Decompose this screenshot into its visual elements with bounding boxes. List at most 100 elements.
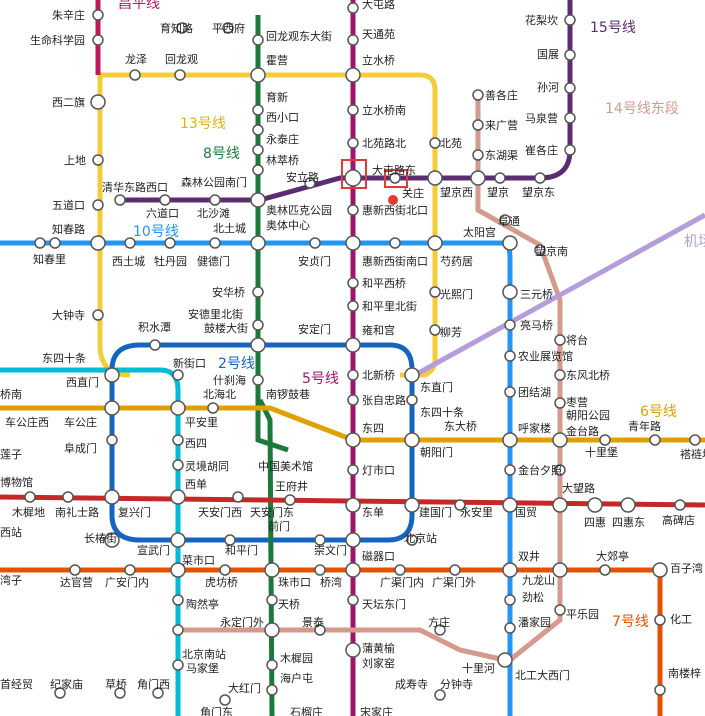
station-label: 灵境胡同: [185, 459, 229, 473]
station-label: 景泰: [302, 615, 324, 629]
station-dot: [389, 237, 401, 249]
station-label: 桥南: [0, 388, 22, 401]
station-label: 车公庄西: [5, 415, 49, 429]
station-dot: [250, 67, 266, 83]
station-label: 平安里: [185, 415, 218, 429]
station-label: 阜通: [498, 215, 520, 228]
highlight-dot: [388, 195, 398, 205]
line-label-5: 5号线: [302, 371, 339, 387]
line-14w-track: [180, 627, 506, 663]
station-dot: [252, 286, 264, 298]
station-label: 达官营: [60, 575, 93, 589]
station-label: 北土城: [213, 222, 246, 235]
station-label: 将台: [566, 333, 588, 347]
station-label: 奥林匹克公园: [266, 203, 332, 217]
station-label: 林萃桥: [266, 153, 299, 167]
station-dot: [266, 659, 278, 671]
station-label: 陶然亭: [186, 597, 219, 611]
station-label: 团结湖: [518, 386, 551, 399]
station-dot: [534, 172, 546, 184]
station-markers: [24, 2, 701, 706]
station-label: 和平西桥: [362, 277, 406, 290]
station-dot: [564, 49, 576, 61]
station-label: 来广营: [485, 118, 518, 132]
station-label: 东直门: [420, 380, 453, 394]
station-label: 潘家园: [518, 615, 551, 629]
station-label: 朱辛庄: [52, 8, 85, 22]
station-label: 望京东: [522, 185, 555, 199]
station-dot: [345, 67, 361, 83]
station-label: 回龙观东大街: [266, 29, 332, 43]
station-dot: [172, 659, 184, 671]
station-label: 太阳宫: [463, 225, 496, 239]
station-label: 柳芳: [440, 325, 462, 339]
station-label: 海户屯: [280, 671, 313, 685]
station-dot: [552, 432, 568, 448]
station-label: 平乐园: [566, 608, 599, 621]
station-label: 北海北: [203, 387, 236, 401]
station-dot: [347, 277, 359, 289]
station-dot: [347, 369, 359, 381]
station-dot: [49, 237, 61, 249]
station-dot: [114, 687, 126, 699]
station-dot: [170, 562, 186, 578]
station-label: 农业展览馆: [518, 349, 573, 363]
station-dot: [347, 594, 359, 606]
station-label: 关庄: [402, 186, 424, 200]
station-label: 永安里: [460, 505, 493, 519]
station-dot: [599, 434, 611, 446]
station-label: 西土城: [112, 255, 145, 268]
station-label: 望京南: [535, 244, 568, 258]
station-dot: [404, 432, 420, 448]
station-dot: [69, 564, 81, 576]
station-dot: [587, 497, 603, 513]
station-dot: [266, 594, 278, 606]
station-dot: [172, 434, 184, 446]
station-dot: [347, 2, 359, 14]
station-dot: [689, 434, 701, 446]
station-label: 六道口: [146, 206, 179, 220]
station-label: 永泰庄: [266, 132, 299, 146]
station-label: 朝阳公园: [566, 409, 610, 422]
station-label: 光熙门: [440, 287, 473, 301]
station-label: 建国门: [419, 505, 452, 519]
line-label-14: 14号线东段: [605, 101, 679, 117]
station-dot: [209, 194, 221, 206]
station-label: 北京南站: [182, 647, 226, 661]
station-dot: [232, 491, 244, 503]
station-dot: [454, 499, 466, 511]
station-dot: [502, 284, 518, 300]
station-label: 安贞门: [298, 254, 331, 268]
station-label: 大屯路东: [372, 163, 416, 177]
station-label: 三元桥: [520, 288, 553, 301]
station-dot: [345, 432, 361, 448]
line-13-track: [97, 72, 438, 378]
station-label: 望京: [487, 185, 509, 199]
station-dot: [174, 69, 186, 81]
station-dot: [252, 104, 264, 116]
station-label: 积水潭: [138, 321, 171, 334]
station-label: 北苑: [440, 137, 462, 150]
station-label: 霍营: [266, 53, 288, 67]
station-dot: [264, 562, 280, 578]
station-dot: [129, 69, 141, 81]
line-label-8: 8号线: [203, 146, 240, 162]
station-dot: [449, 564, 461, 576]
station-dot: [429, 286, 441, 298]
station-dot: [252, 374, 264, 386]
line-2-track: [109, 342, 415, 543]
station-label: 朝阳门: [420, 445, 453, 459]
station-dot: [159, 194, 171, 206]
station-dot: [406, 394, 418, 406]
station-dot: [344, 169, 362, 187]
station-label: 知春里: [33, 252, 66, 266]
station-dot: [470, 170, 486, 186]
station-label: 北工大西门: [515, 668, 570, 682]
station-label: 枣营: [566, 395, 588, 409]
station-label: 奥体中心: [266, 218, 310, 232]
station-dot: [172, 459, 184, 471]
station-label: 回龙观: [165, 53, 198, 66]
station-label: 立水桥: [362, 53, 395, 67]
station-label: 前门: [268, 519, 290, 533]
